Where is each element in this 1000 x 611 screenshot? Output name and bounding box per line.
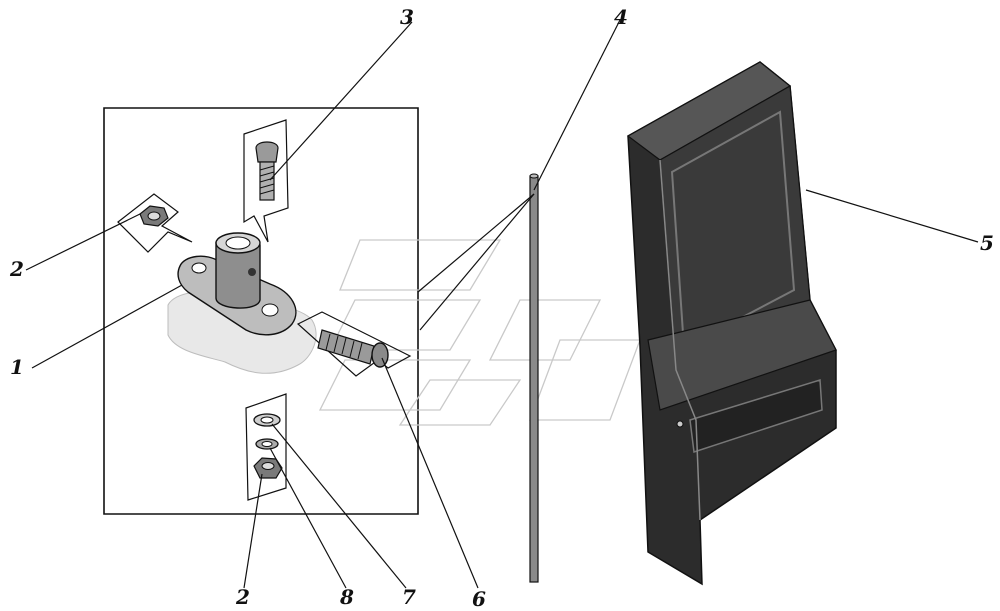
callout-8: 8 — [339, 585, 354, 609]
bolt-upper — [255, 141, 279, 201]
bolt-callout-outline — [243, 119, 289, 243]
callout-3: 3 — [400, 5, 414, 29]
callout-2-upper: 2 — [9, 257, 24, 281]
washer-spring — [255, 438, 279, 450]
callout-5: 5 — [980, 231, 994, 255]
callout-1: 1 — [10, 355, 24, 379]
pivot-pin — [317, 329, 389, 368]
background-outline — [318, 239, 641, 426]
hex-nut-lower — [253, 457, 283, 479]
pin-callout-outline — [296, 311, 412, 377]
callout-6: 6 — [472, 587, 486, 611]
callout-2-lower: 2 — [235, 585, 250, 609]
mud-flap — [626, 61, 837, 586]
lower-stack-callout-outline — [245, 393, 287, 501]
callout-7: 7 — [402, 585, 416, 609]
hex-nut-upper — [139, 205, 169, 227]
detail-frame — [103, 107, 419, 515]
leader-lines — [25, 19, 979, 589]
nut-callout-outline — [117, 193, 193, 253]
callout-4: 4 — [614, 5, 628, 29]
pivot-bracket — [177, 232, 297, 336]
support-rod — [529, 173, 539, 583]
washer-flat — [253, 413, 281, 427]
